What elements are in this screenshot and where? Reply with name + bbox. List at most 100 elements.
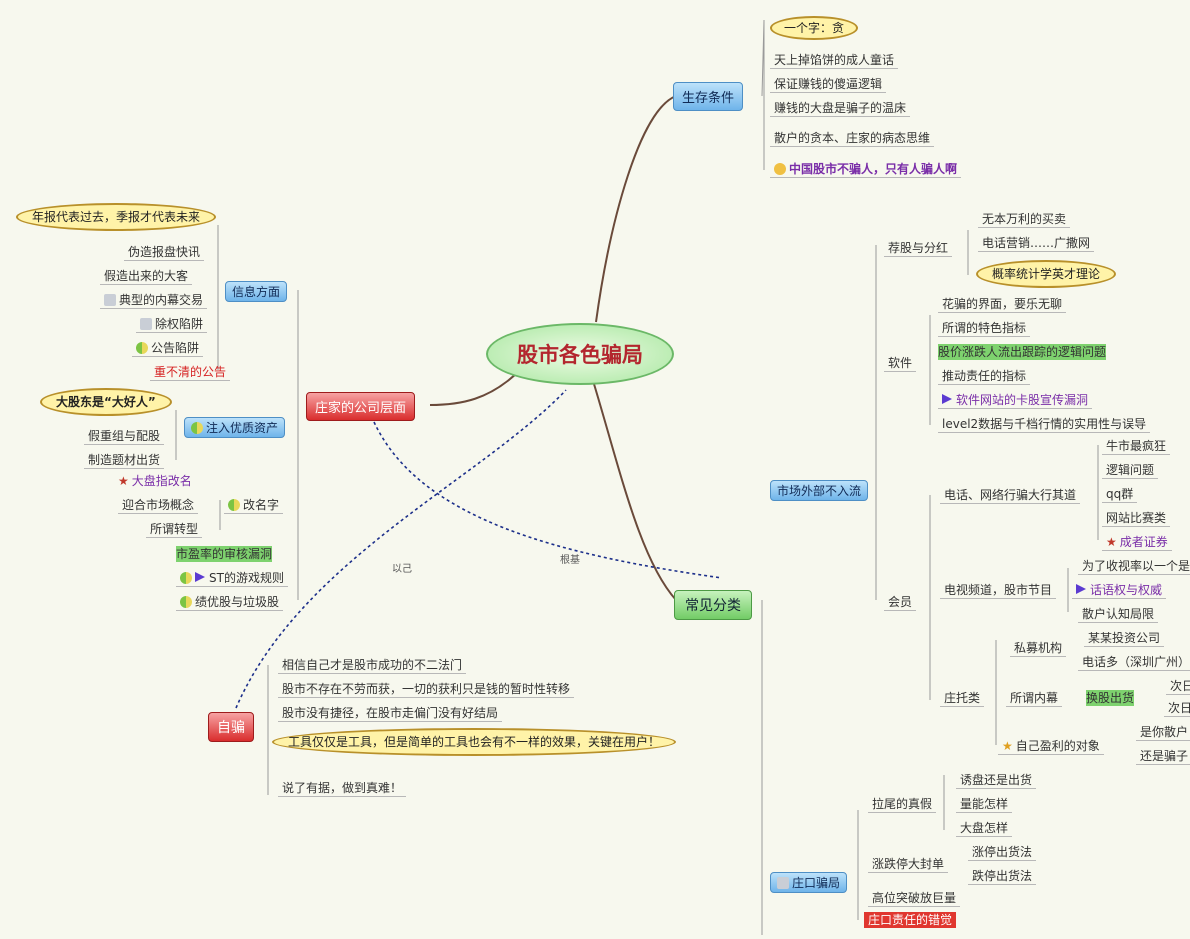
- trust-private-item: 某某投资公司: [1084, 630, 1165, 647]
- dealer-trap-item: 诱盘还是出货: [956, 772, 1037, 789]
- dealer-last: 庄口责任的错觉: [864, 912, 957, 928]
- public-extra: 绩优股与垃圾股: [176, 594, 284, 611]
- dealer-board-item: 跌停出货法: [968, 868, 1037, 885]
- branch-public[interactable]: 庄家的公司层面: [306, 392, 416, 421]
- survival-item: 赚钱的大盘是骗子的温床: [770, 100, 911, 117]
- trust-return-label[interactable]: ★自己盈利的对象: [998, 738, 1104, 755]
- member-tv-item: 散户认知局限: [1078, 606, 1159, 623]
- public-info-item: 公告陷阱: [132, 340, 204, 357]
- software-item: 软件网站的卡股宣传漏洞: [938, 392, 1093, 409]
- software-item: 所谓的特色指标: [938, 320, 1031, 337]
- member-phone-label[interactable]: 电话、网络行骗大行其道: [940, 487, 1081, 504]
- relation-label: 根基: [560, 555, 580, 566]
- self-item: 说了有据，做到真难！: [278, 780, 407, 797]
- survival-item: 中国股市不骗人，只有人骗人啊: [770, 161, 962, 178]
- public-info-item: 伪造报盘快讯: [124, 244, 205, 261]
- software-item: 推动责任的指标: [938, 368, 1031, 385]
- software-item: 花骗的界面，要乐无聊: [938, 296, 1067, 313]
- trust-inside-label[interactable]: 所谓内幕: [1006, 690, 1063, 707]
- relation-public-to-common: [373, 421, 723, 579]
- self-item: 股市不存在不劳而获，一切的获利只是钱的暂时性转移: [278, 681, 575, 698]
- public-extra: ST的游戏规则: [176, 570, 288, 587]
- relation-label: 以己: [392, 564, 412, 575]
- asset-item: 制造题材出货: [84, 452, 165, 469]
- branch-self[interactable]: 自骗: [208, 712, 254, 742]
- self-item: 相信自己才是股市成功的不二法门: [278, 657, 467, 674]
- member-tv-item: 为了收视率以一个是: [1078, 558, 1190, 575]
- public-info[interactable]: 信息方面: [225, 281, 288, 302]
- dealer-board-label[interactable]: 涨跌停大封单: [868, 856, 949, 873]
- star-icon: ★: [1002, 739, 1013, 753]
- dealer-trap-label[interactable]: 拉尾的真假: [868, 796, 937, 813]
- flag-icon: [1076, 584, 1086, 594]
- public-info-item: 典型的内幕交易: [100, 292, 208, 309]
- central-topic[interactable]: 股市各色骗局: [486, 323, 674, 385]
- public-extra: 市盈率的审核漏洞: [176, 546, 273, 562]
- member-phone-item: 牛市最疯狂: [1102, 438, 1171, 455]
- trust-return-item: 是你散户: [1136, 724, 1190, 741]
- recommend-item: 电话营销……广撒网: [978, 235, 1095, 252]
- common-market[interactable]: 市场外部不入流: [770, 480, 869, 501]
- public-asset[interactable]: 注入优质资产: [184, 417, 286, 438]
- branch-common[interactable]: 常见分类: [674, 590, 752, 620]
- branch-central-public: [429, 369, 521, 406]
- member-label[interactable]: 会员: [884, 594, 917, 611]
- software-label[interactable]: 软件: [884, 355, 917, 372]
- trust-private-label[interactable]: 私募机构: [1010, 640, 1067, 657]
- trust-inside-tag: 换股出货: [1086, 690, 1135, 706]
- branch-survival[interactable]: 生存条件: [673, 82, 744, 111]
- survival-item: 散户的贪本、庄家的病态思维: [770, 130, 935, 147]
- rename-item: ★大盘指改名: [118, 474, 192, 488]
- document-icon: [140, 318, 152, 330]
- dealer-board-item: 涨停出货法: [968, 844, 1037, 861]
- survival-callout: 一个字：贪: [770, 16, 859, 40]
- dealer-high-label[interactable]: 高位突破放巨量: [868, 890, 961, 907]
- dealer-trap-item: 大盘怎样: [956, 820, 1013, 837]
- recommend-item: 无本万利的买卖: [978, 211, 1071, 228]
- progress-icon: [191, 422, 203, 434]
- member-phone-item: 逻辑问题: [1102, 462, 1159, 479]
- recommend-callout: 概率统计学英才理论: [976, 260, 1117, 288]
- self-item: 股市没有捷径，在股市走偏门没有好结局: [278, 705, 503, 722]
- public-rename[interactable]: 改名字: [224, 497, 284, 514]
- public-callout: 年报代表过去，季报才代表未来: [16, 203, 217, 231]
- software-item: level2数据与千档行情的实用性与误导: [938, 416, 1151, 433]
- member-tv-item: 话语权与权威: [1072, 582, 1167, 599]
- public-info-item: 重不清的公告: [150, 364, 231, 381]
- dealer-trap-item: 量能怎样: [956, 796, 1013, 813]
- rename-item: 迎合市场概念: [118, 497, 199, 514]
- trust-return-item: 还是骗子: [1136, 748, 1190, 765]
- document-icon: [777, 877, 789, 889]
- survival-item: 天上掉馅饼的成人童话: [770, 52, 899, 69]
- rename-item: 所谓转型: [146, 521, 203, 538]
- software-item: 股价涨跌人流出跟踪的逻辑问题: [938, 344, 1107, 360]
- progress-icon: [228, 499, 240, 511]
- branch-central-common: [593, 383, 677, 601]
- flag-icon: [195, 572, 205, 582]
- smile-icon: [774, 163, 786, 175]
- progress-icon: [136, 342, 148, 354]
- star-icon: ★: [1106, 535, 1117, 549]
- common-dealer[interactable]: 庄口骗局: [770, 872, 848, 893]
- member-phone-item: ★成者证券: [1102, 534, 1172, 551]
- member-tv-label[interactable]: 电视频道，股市节目: [940, 582, 1057, 599]
- survival-item: 保证赚钱的傻逼逻辑: [770, 76, 887, 93]
- public-info-item: 假造出来的大客: [100, 268, 193, 285]
- trust-private-item: 电话多（深圳广州）: [1078, 654, 1190, 671]
- relation-self-to-central: [235, 389, 567, 709]
- trust-inside-item: 次日: [1166, 678, 1190, 695]
- member-phone-item: qq群: [1102, 486, 1138, 503]
- star-icon: ★: [118, 474, 129, 488]
- asset-item: 假重组与配股: [84, 428, 165, 445]
- branch-central-survival: [595, 95, 677, 323]
- document-icon: [104, 294, 116, 306]
- self-callout: 工具仅仅是工具，但是简单的工具也会有不一样的效果，关键在用户！: [272, 728, 677, 756]
- progress-icon: [180, 596, 192, 608]
- progress-icon: [180, 572, 192, 584]
- member-phone-item: 网站比赛类: [1102, 510, 1171, 527]
- public-info-item: 除权陷阱: [136, 316, 208, 333]
- trust-label[interactable]: 庄托类: [940, 690, 985, 707]
- trust-inside-item: 次日: [1164, 700, 1190, 717]
- recommend-label[interactable]: 荐股与分红: [884, 240, 953, 257]
